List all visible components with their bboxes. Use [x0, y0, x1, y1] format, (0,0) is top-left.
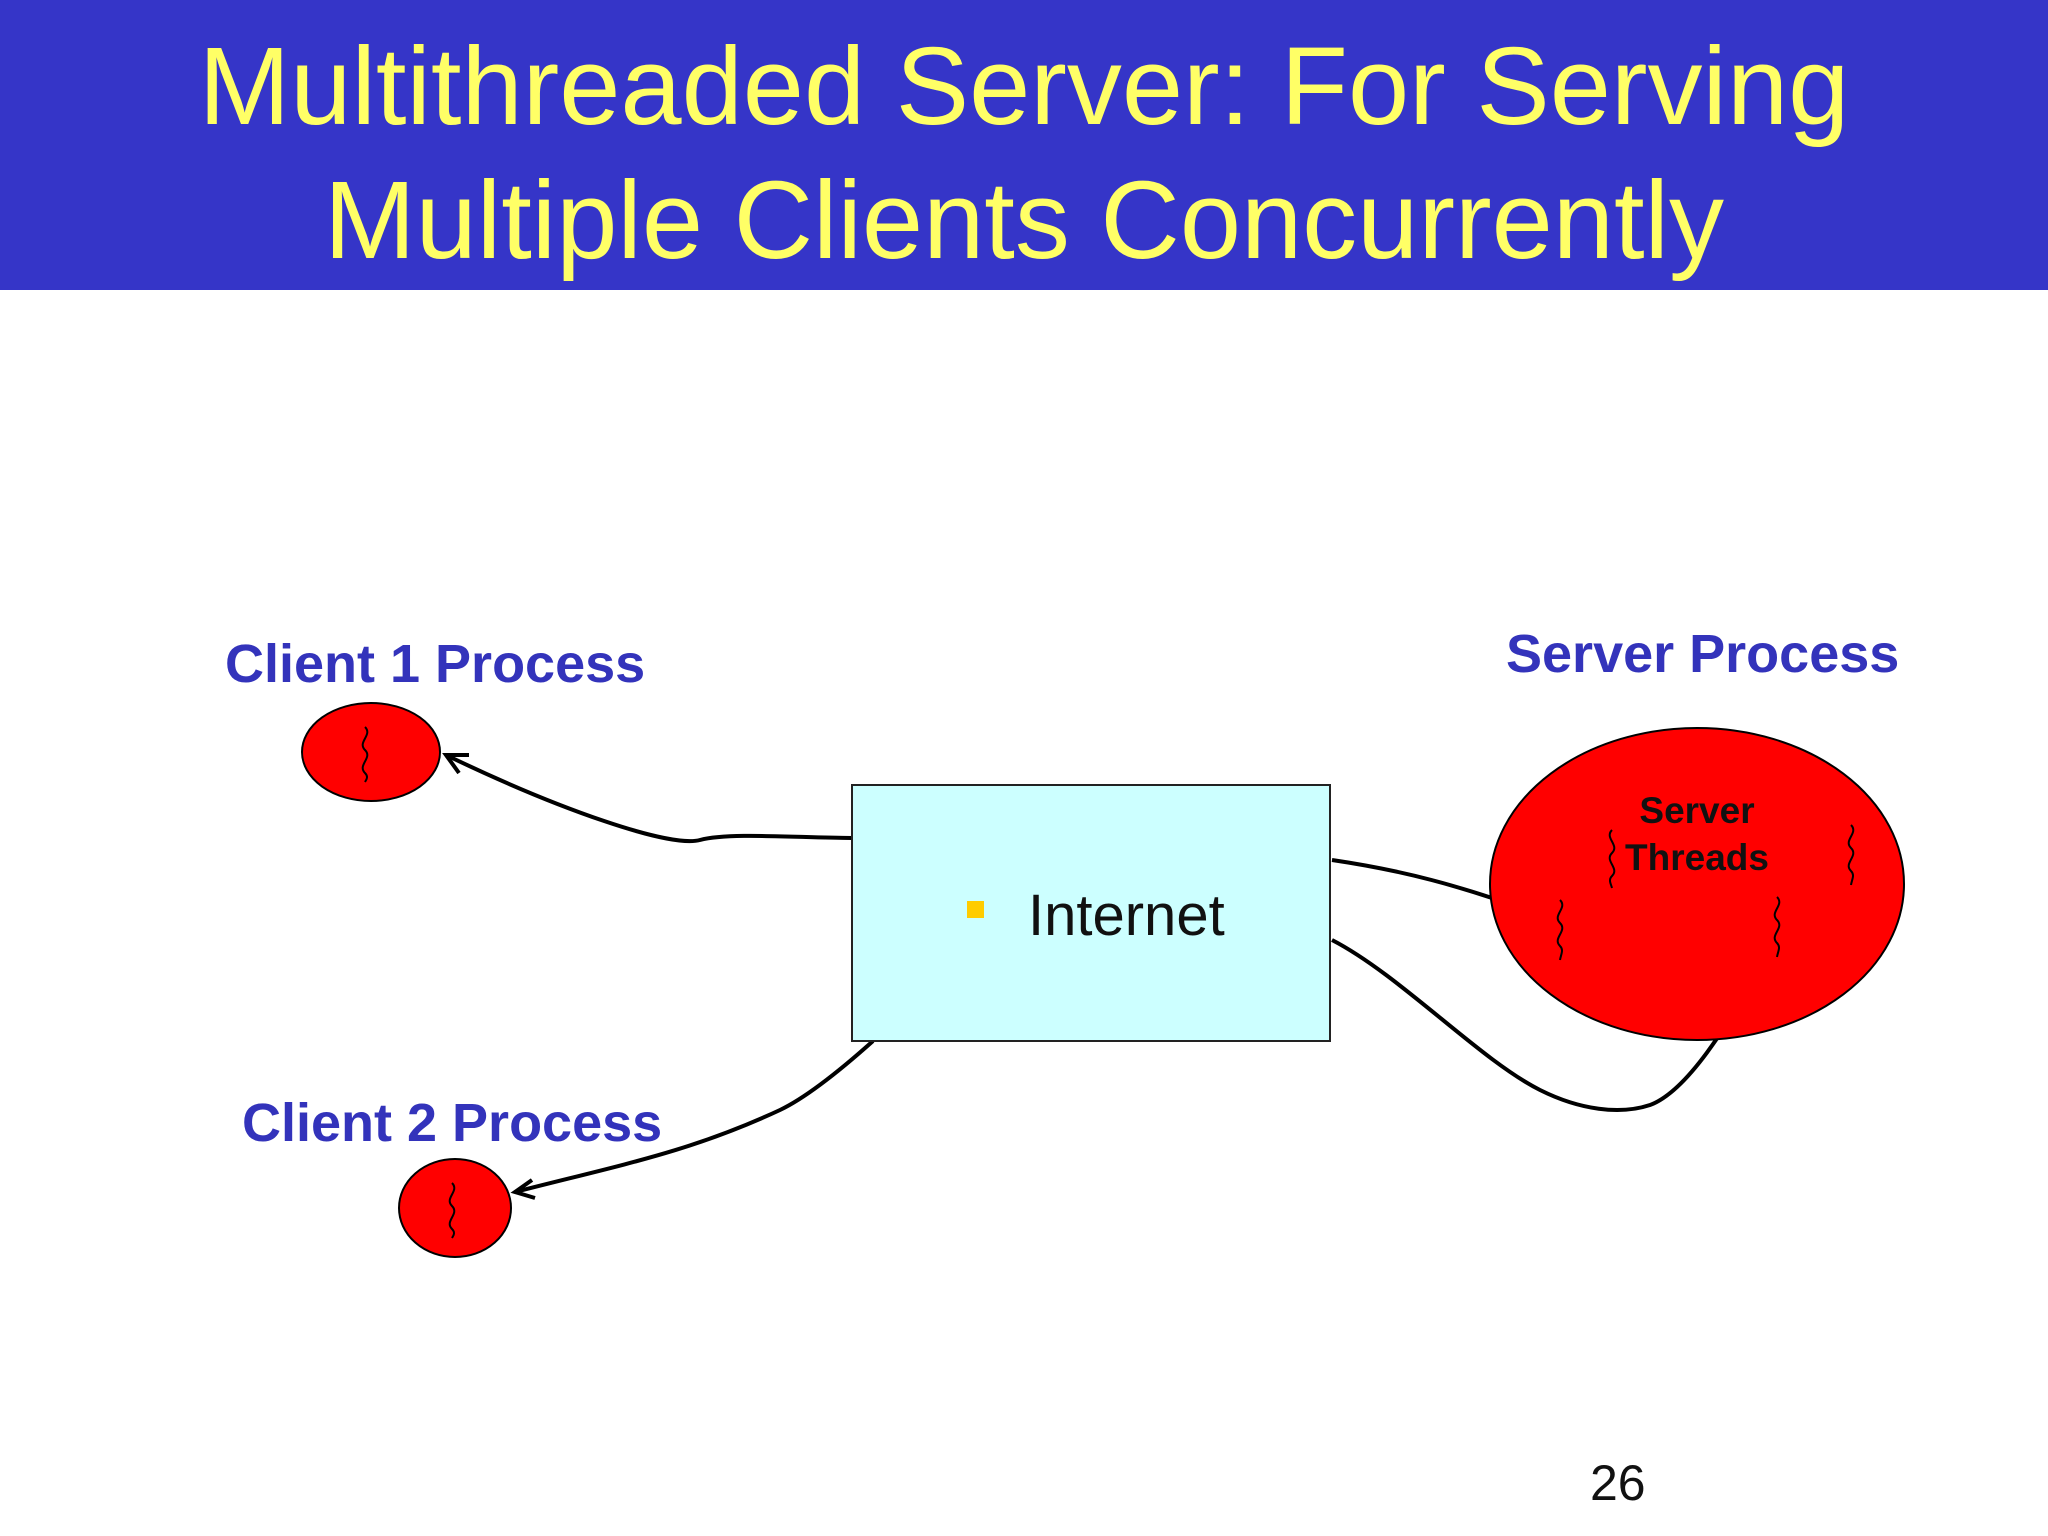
internet-bullet	[967, 901, 984, 918]
slide-title-line-2: Multiple Clients Concurrently	[324, 159, 1724, 282]
client2-label: Client 2 Process	[242, 1093, 662, 1153]
connector-internet-to-client1	[445, 753, 853, 843]
title-bar: Multithreaded Server: For Serving Multip…	[0, 0, 2048, 290]
internet-box: Internet	[851, 784, 1331, 1042]
page-number: 26	[1590, 1455, 1646, 1511]
server-thread-icon-2	[1847, 824, 1855, 886]
client1-label: Client 1 Process	[225, 634, 645, 694]
client2-circle	[398, 1158, 512, 1258]
server-circle	[1489, 727, 1905, 1041]
server-process-label: Server Process	[1506, 624, 1899, 684]
server-thread-icon-1	[1608, 829, 1616, 889]
internet-label: Internet	[1028, 883, 1225, 948]
connector-internet-to-server-thread-2	[1331, 938, 1777, 1112]
server-thread-icon-3	[1556, 899, 1564, 961]
arrowhead-client2	[510, 1178, 536, 1200]
client2-process: Client 2 Process	[242, 1093, 662, 1258]
client1-thread-icon	[361, 726, 369, 783]
server-threads-label-line1: Server	[1639, 790, 1754, 831]
client2-thread-icon	[448, 1182, 456, 1239]
internet-rectangle	[851, 784, 1331, 1042]
arrowhead-client1	[442, 753, 469, 775]
server-process: Server Process Server Threads	[1489, 624, 1905, 1041]
server-thread-icon-4	[1773, 896, 1781, 958]
client1-circle	[301, 702, 441, 802]
slide-title-line-1: Multithreaded Server: For Serving	[198, 25, 1850, 148]
client1-process: Client 1 Process	[225, 634, 645, 802]
server-threads-label-line2: Threads	[1625, 837, 1769, 878]
connector-internet-to-client2	[514, 1039, 875, 1194]
